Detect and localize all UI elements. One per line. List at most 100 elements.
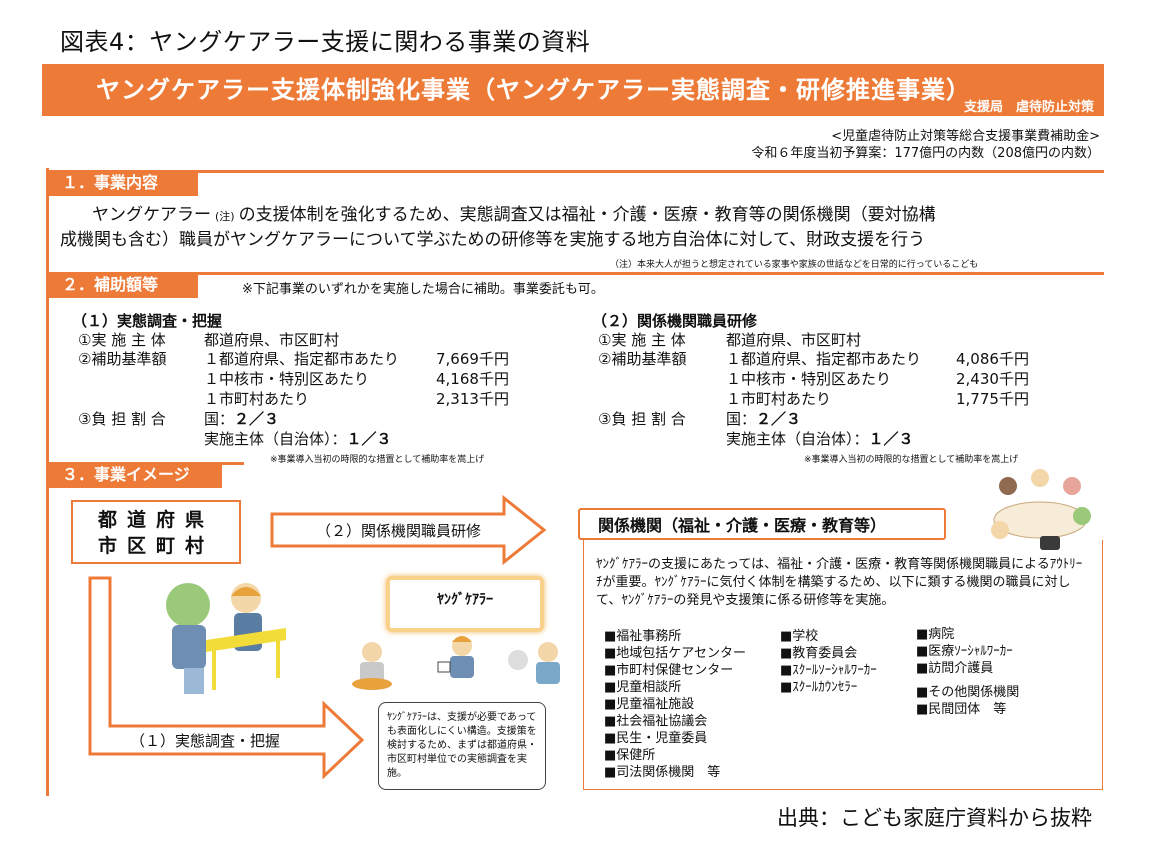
list-item: ■保健所 [604, 748, 656, 763]
training-base-desc: １都道府県、指定都市あたり [726, 350, 922, 368]
list-item: ■社会福祉協議会 [604, 714, 708, 729]
list-item: ■司法関係機関 等 [604, 765, 721, 780]
organizations-description: ﾔﾝｸﾞｹｱﾗｰの支援にあたっては、福祉・介護・医療・教育等関係機関職員によるｱ… [596, 557, 1083, 608]
section1-note-mark: (注) [215, 210, 235, 223]
share-local-label: 実施主体（自治体）： [204, 430, 347, 448]
training-base-row: １市町村あたり 1,775千円 [726, 389, 1046, 409]
section1-rule [46, 170, 1104, 173]
share-nation-label: 国： [726, 410, 757, 428]
survey-entity-label: ①実 施 主 体 [78, 331, 166, 349]
training-footnote: ※事業導入当初の時限的な措置として補助率を嵩上げ [804, 455, 1019, 465]
section2-label: ２．補助額等 [46, 272, 198, 298]
training-heading: （２）関係機関職員研修 [592, 312, 758, 330]
share-local-label: 実施主体（自治体）： [726, 430, 869, 448]
prefecture-line-2: 市区町村 [97, 535, 214, 557]
meeting-illustration [991, 469, 1091, 550]
survey-base-row: １市町村あたり 2,313千円 [204, 389, 524, 409]
list-item: ■学校 [780, 629, 819, 644]
org-list-welfare: ■福祉事務所 ■地域包括ケアセンター ■市町村保健センター ■児童相談所 ■児童… [604, 628, 746, 781]
survey-base-row: １中核市・特別区あたり 4,168千円 [204, 369, 524, 389]
list-item: ■訪問介護員 [916, 661, 994, 676]
section1-text-a: ヤングケアラー [92, 205, 211, 225]
survey-arrow-label: （１）実態調査・把握 [130, 732, 281, 750]
org-list-other: ■その他関係機関 ■民間団体 等 [916, 684, 1019, 718]
header-banner [42, 64, 1104, 116]
prefecture-box: 都道府県 市区町村 [71, 500, 241, 564]
survey-base-row: １都道府県、指定都市あたり 7,669千円 [204, 349, 524, 369]
survey-base-amount: 2,313千円 [436, 390, 509, 408]
survey-heading: （１）実態調査・把握 [72, 312, 223, 330]
training-base-row: １都道府県、指定都市あたり 4,086千円 [726, 349, 1046, 369]
survey-base-label: ②補助基準額 [78, 350, 167, 368]
list-item: ■福祉事務所 [604, 629, 682, 644]
funding-line-2: 令和６年度当初予算案：177億円の内数（208億円の内数） [751, 146, 1100, 161]
section1-label: １．事業内容 [46, 170, 198, 196]
training-arrow [270, 494, 547, 566]
list-item: ■児童相談所 [604, 680, 682, 695]
survey-share-nation: 国：２／３ [204, 409, 279, 429]
survey-entity-value: 都道府県、市区町村 [204, 331, 340, 349]
training-share-label: ③負 担 割 合 [598, 410, 686, 428]
list-item: ■児童福祉施設 [604, 697, 695, 712]
survey-share-label: ③負 担 割 合 [78, 410, 166, 428]
training-base-amount: 4,086千円 [956, 350, 1029, 368]
training-base-desc: １中核市・特別区あたり [726, 370, 892, 388]
training-entity: ①実 施 主 体 都道府県、市区町村 [598, 330, 861, 350]
training-arrow-label: （２）関係機関職員研修 [316, 522, 482, 540]
share-nation-label: 国： [204, 410, 235, 428]
list-item: ■ｽｸｰﾙｿｰｼｬﾙﾜｰｶｰ [780, 663, 877, 678]
list-item: ■その他関係機関 [916, 685, 1020, 700]
section3-label: ３．事業イメージ [46, 462, 222, 488]
list-item: ■民間団体 等 [916, 702, 1007, 717]
list-item: ■ｽｸｰﾙｶｳﾝｾﾗｰ [780, 680, 858, 695]
organizations-title: 関係機関（福祉・介護・医療・教育等） [578, 508, 946, 540]
banner-title: ヤングケアラー支援体制強化事業（ヤングケアラー実態調査・研修推進事業） [96, 76, 971, 104]
section1-line1: ヤングケアラー (注)の支援体制を強化するため、実態調査又は福祉・介護・医療・教育… [92, 203, 936, 229]
prefecture-line-1: 都道府県 [97, 509, 214, 531]
training-base-amount: 1,775千円 [956, 390, 1029, 408]
source-citation: 出典：こども家庭庁資料から抜粋 [777, 806, 1092, 830]
training-entity-label: ①実 施 主 体 [598, 331, 686, 349]
org-list-medical: ■病院 ■医療ｿｰｼｬﾙﾜｰｶｰ ■訪問介護員 [916, 626, 1013, 677]
survey-arrow [88, 576, 365, 780]
survey-speech-bubble: ﾔﾝｸﾞｹｱﾗｰは、支援が必要であっても表面化しにくい構造。支援策を検討するため… [378, 702, 546, 790]
list-item: ■市町村保健センター [604, 663, 734, 678]
share-nation-value: ２／３ [756, 410, 802, 428]
list-item: ■民生・児童委員 [604, 731, 708, 746]
section1-text-b: の支援体制を強化するため、実態調査又は福祉・介護・医療・教育等の関係機関（要対協… [238, 205, 936, 225]
training-base-row: １中核市・特別区あたり 2,430千円 [726, 369, 1046, 389]
survey-base-amount: 4,168千円 [436, 370, 509, 388]
survey-base-desc: １中核市・特別区あたり [204, 370, 370, 388]
section2-rule [46, 272, 1104, 275]
section1-footnote: （注）本来大人が担うと想定されている家事や家族の世話などを日常的に行っているこど… [610, 260, 979, 270]
training-base-desc: １市町村あたり [726, 390, 832, 408]
survey-share-local: 実施主体（自治体）：１／３ [204, 429, 392, 449]
share-local-value: １／３ [346, 430, 392, 448]
list-item: ■病院 [916, 627, 955, 642]
training-share-local: 実施主体（自治体）：１／３ [726, 429, 914, 449]
training-share-nation: 国：２／３ [726, 409, 801, 429]
section2-note: ※下記事業のいずれかを実施した場合に補助。事業委託も可。 [242, 282, 604, 297]
survey-base-amount: 7,669千円 [436, 350, 509, 368]
list-item: ■医療ｿｰｼｬﾙﾜｰｶｰ [916, 644, 1013, 659]
share-local-value: １／３ [868, 430, 914, 448]
banner-department: 支援局 虐待防止対策 [963, 100, 1094, 115]
training-base-amount: 2,430千円 [956, 370, 1029, 388]
list-item: ■地域包括ケアセンター [604, 646, 747, 661]
survey-footnote: ※事業導入当初の時限的な措置として補助率を嵩上げ [270, 455, 485, 465]
funding-info: <児童虐待防止対策等総合支援事業費補助金> 令和６年度当初予算案：177億円の内… [751, 128, 1100, 162]
family-illustration [166, 583, 286, 694]
list-item: ■教育委員会 [780, 646, 858, 661]
survey-base-desc: １市町村あたり [204, 390, 310, 408]
caregiving-illustration [352, 636, 560, 690]
org-list-education: ■学校 ■教育委員会 ■ｽｸｰﾙｿｰｼｬﾙﾜｰｶｰ ■ｽｸｰﾙｶｳﾝｾﾗｰ [780, 628, 877, 696]
survey-entity: ①実 施 主 体 都道府県、市区町村 [78, 330, 339, 350]
organizations-panel [583, 540, 1103, 790]
share-nation-value: ２／３ [234, 410, 280, 428]
training-base-label: ②補助基準額 [598, 350, 687, 368]
funding-line-1: <児童虐待防止対策等総合支援事業費補助金> [831, 129, 1100, 144]
survey-base-desc: １都道府県、指定都市あたり [204, 350, 400, 368]
figure-title: 図表4：ヤングケアラー支援に関わる事業の資料 [60, 28, 591, 56]
young-carer-box: ﾔﾝｸﾞｹｱﾗｰ [386, 576, 544, 632]
